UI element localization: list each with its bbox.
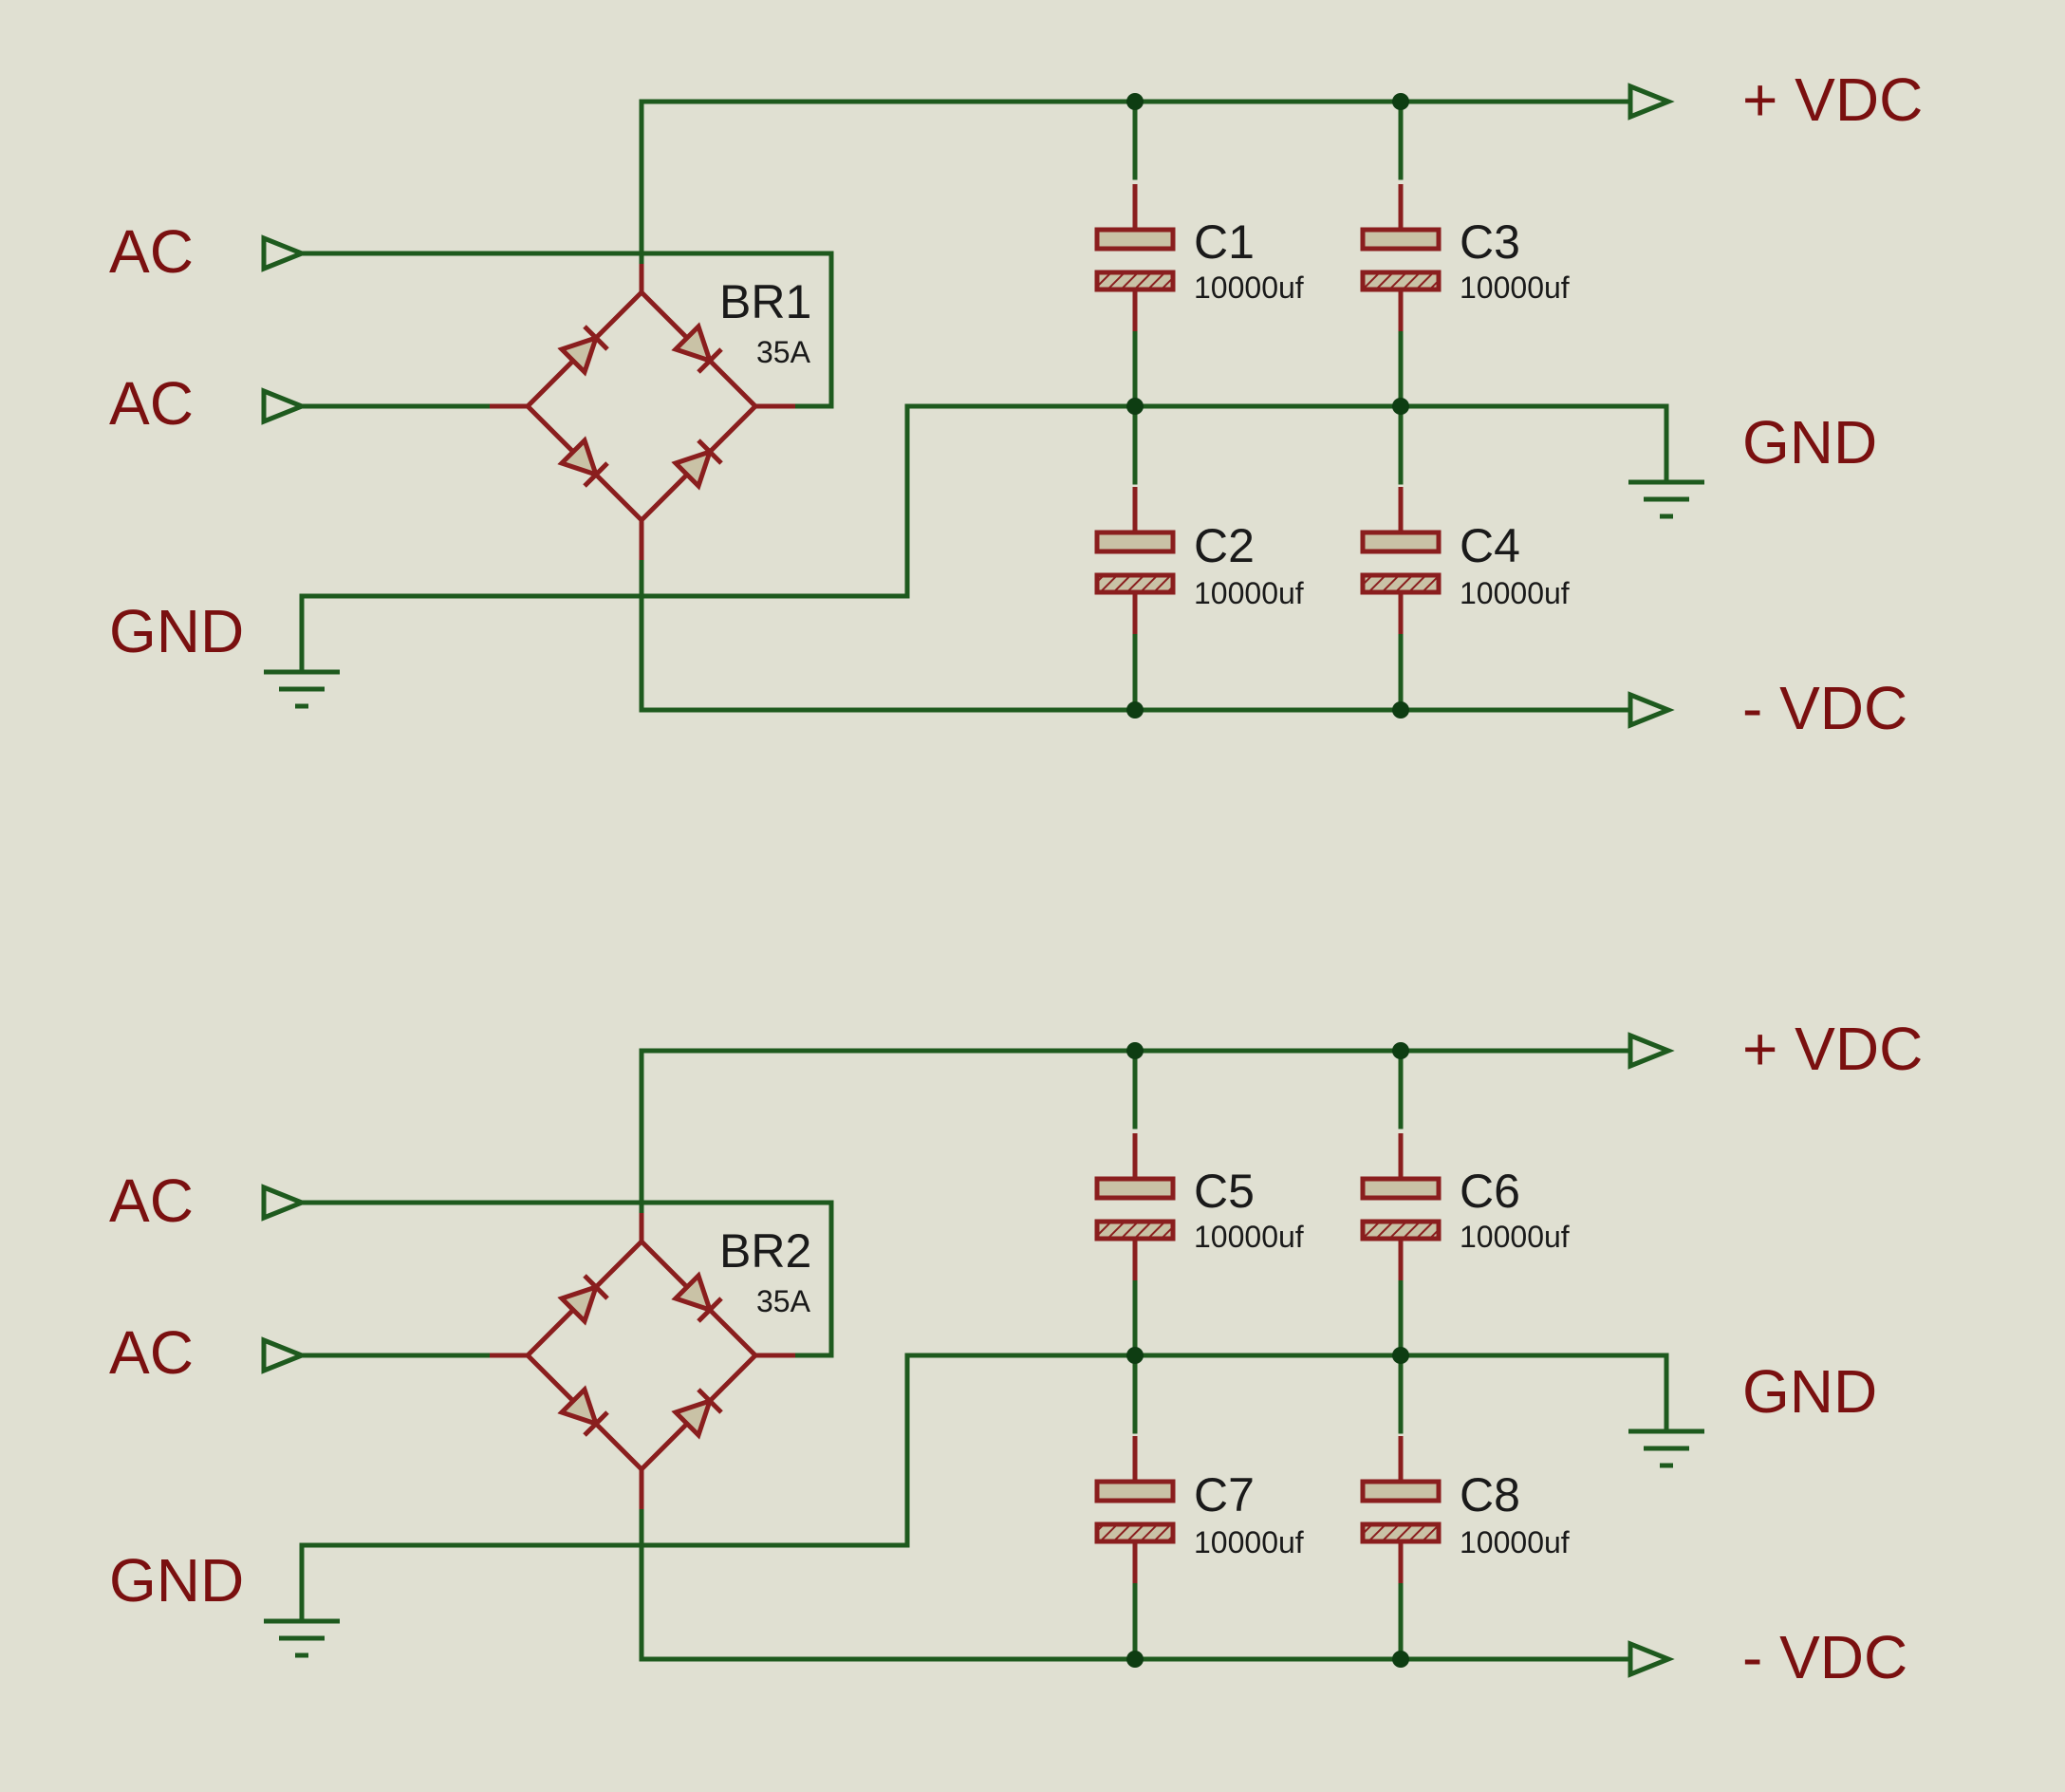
rail-negative	[639, 1506, 1633, 1662]
capacitor-value-label: 10000uf	[1460, 271, 1570, 305]
capacitor-value-label: 10000uf	[1194, 271, 1304, 305]
junction-dot	[1126, 1651, 1144, 1668]
output-terminal-icon	[1628, 1032, 1675, 1070]
junction-dot	[1392, 93, 1409, 110]
diode-icon	[557, 325, 609, 377]
capacitor-value-label: 10000uf	[1194, 1220, 1304, 1254]
gnd-input-label: GND	[109, 597, 244, 665]
output-terminal-icon	[1628, 1640, 1675, 1678]
rail-negative	[639, 557, 1633, 713]
junction-dot	[1126, 1042, 1144, 1059]
capacitor-icon	[1094, 1436, 1176, 1583]
rail-positive	[639, 99, 1633, 266]
capacitor-icon	[1360, 184, 1442, 331]
rail-positive	[639, 1048, 1633, 1215]
diode-icon	[557, 1274, 609, 1326]
capacitor-ref-label: C3	[1460, 215, 1520, 269]
junction-dot	[1392, 1347, 1409, 1364]
ground-output-label: GND	[1742, 408, 1877, 476]
capacitor-ref-label: C6	[1460, 1165, 1520, 1218]
junction-dot	[1392, 701, 1409, 719]
capacitor-value-label: 10000uf	[1460, 576, 1570, 610]
ground-icon	[264, 669, 340, 709]
bridge-rectifier	[490, 264, 795, 560]
capacitor-ref-label: C8	[1460, 1468, 1520, 1521]
input-terminal-icon	[261, 1336, 308, 1374]
input-terminal-icon	[261, 1184, 308, 1222]
diode-icon	[671, 1388, 723, 1440]
ac-input-label-2: AC	[109, 369, 194, 438]
bridge-ref-label: BR1	[719, 275, 811, 328]
capacitor-ref-label: C2	[1194, 519, 1255, 572]
capacitor-ref-label: C1	[1194, 215, 1255, 269]
diode-icon	[671, 322, 723, 374]
diode-icon	[671, 439, 723, 491]
capacitor-ref-label: C7	[1194, 1468, 1255, 1521]
ground-icon	[1628, 479, 1704, 519]
capacitor-value-label: 10000uf	[1194, 576, 1304, 610]
bridge-value-label: 35A	[756, 335, 811, 369]
positive-output-label: + VDC	[1742, 1015, 1923, 1083]
capacitor-icon	[1094, 487, 1176, 634]
junction-dot	[1126, 1347, 1144, 1364]
negative-output-label: - VDC	[1742, 674, 1907, 742]
output-terminal-icon	[1628, 83, 1675, 121]
ac-input-label-1: AC	[109, 217, 194, 286]
bridge-rectifier	[490, 1213, 795, 1509]
bridge-ref-label: BR2	[719, 1224, 811, 1278]
junction-dot	[1392, 1042, 1409, 1059]
wire-ac1	[299, 251, 834, 409]
ground-icon	[264, 1618, 340, 1658]
junction-dot	[1392, 398, 1409, 415]
ground-icon	[1628, 1428, 1704, 1468]
ground-output-label: GND	[1742, 1357, 1877, 1426]
diode-icon	[671, 1271, 723, 1323]
capacitor-value-label: 10000uf	[1194, 1525, 1304, 1559]
diode-icon	[557, 1385, 609, 1437]
rail-ground	[299, 1353, 1669, 1624]
capacitor-value-label: 10000uf	[1460, 1220, 1570, 1254]
input-terminal-icon	[261, 387, 308, 425]
capacitor-icon	[1360, 487, 1442, 634]
junction-dot	[1126, 398, 1144, 415]
bridge-value-label: 35A	[756, 1284, 811, 1318]
junction-dot	[1126, 93, 1144, 110]
positive-output-label: + VDC	[1742, 65, 1923, 134]
ac-input-label-1: AC	[109, 1167, 194, 1235]
capacitor-icon	[1094, 184, 1176, 331]
capacitor-icon	[1360, 1133, 1442, 1280]
capacitor-icon	[1360, 1436, 1442, 1583]
capacitor-ref-label: C4	[1460, 519, 1520, 572]
rail-ground	[299, 403, 1669, 675]
output-terminal-icon	[1628, 691, 1675, 729]
diode-icon	[557, 436, 609, 488]
junction-dot	[1126, 701, 1144, 719]
gnd-input-label: GND	[109, 1546, 244, 1615]
capacitor-icon	[1094, 1133, 1176, 1280]
ac-input-label-2: AC	[109, 1318, 194, 1387]
negative-output-label: - VDC	[1742, 1623, 1907, 1691]
junction-dot	[1392, 1651, 1409, 1668]
capacitor-value-label: 10000uf	[1460, 1525, 1570, 1559]
capacitor-ref-label: C5	[1194, 1165, 1255, 1218]
input-terminal-icon	[261, 234, 308, 272]
wire-ac1	[299, 1200, 834, 1358]
